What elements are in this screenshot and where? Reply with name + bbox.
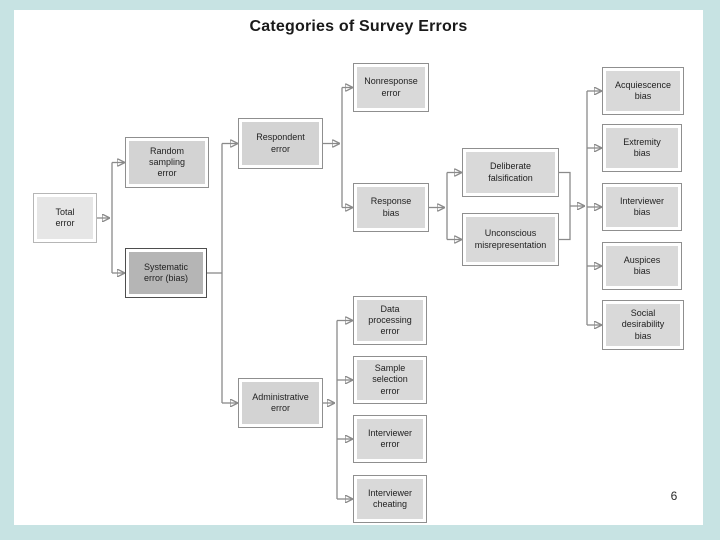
node-auspices-bias-label: Auspices bias <box>623 254 661 276</box>
node-unconscious-misrepresentation-label: Unconscious misrepresentation <box>474 228 547 250</box>
node-social-desirability-bias-label: Social desirability bias <box>621 308 665 341</box>
node-extremity-bias: Extremity bias <box>602 124 682 172</box>
node-total-error: Total error <box>33 193 97 243</box>
node-acquiescence-bias-fill: Acquiescence bias <box>606 71 680 111</box>
node-data-processing-error: Data processing error <box>353 296 427 345</box>
node-interviewer-bias-fill: Interviewer bias <box>606 187 678 227</box>
page-number: 6 <box>670 489 678 503</box>
node-unconscious-misrepresentation-fill: Unconscious misrepresentation <box>466 217 555 262</box>
node-sample-selection-error-fill: Sample selection error <box>357 360 423 400</box>
node-respondent-error-fill: Respondent error <box>242 122 319 165</box>
node-data-processing-error-fill: Data processing error <box>357 300 423 341</box>
node-interviewer-error: Interviewer error <box>353 415 427 463</box>
node-interviewer-error-fill: Interviewer error <box>357 419 423 459</box>
node-nonresponse-error-label: Nonresponse error <box>364 76 418 98</box>
node-auspices-bias: Auspices bias <box>602 242 682 290</box>
node-systematic-error-bias-fill: Systematic error (bias) <box>129 252 203 294</box>
node-extremity-bias-fill: Extremity bias <box>606 128 678 168</box>
node-sample-selection-error: Sample selection error <box>353 356 427 404</box>
node-extremity-bias-label: Extremity bias <box>623 136 661 158</box>
node-interviewer-bias: Interviewer bias <box>602 183 682 231</box>
edge-merge-bracket <box>559 171 571 241</box>
node-acquiescence-bias: Acquiescence bias <box>602 67 684 115</box>
node-total-error-label: Total error <box>55 206 75 228</box>
node-administrative-error-fill: Administrative error <box>242 382 319 424</box>
node-random-sampling-error-fill: Random sampling error <box>129 141 205 184</box>
node-unconscious-misrepresentation: Unconscious misrepresentation <box>462 213 559 266</box>
node-social-desirability-bias: Social desirability bias <box>602 300 684 350</box>
node-interviewer-error-label: Interviewer error <box>367 427 412 449</box>
node-auspices-bias-fill: Auspices bias <box>606 246 678 286</box>
node-administrative-error-label: Administrative error <box>252 391 309 413</box>
node-random-sampling-error: Random sampling error <box>125 137 209 188</box>
node-response-bias-fill: Response bias <box>357 187 425 228</box>
node-respondent-error-label: Respondent error <box>256 132 305 154</box>
node-administrative-error: Administrative error <box>238 378 323 428</box>
node-systematic-error-bias-label: Systematic error (bias) <box>143 261 188 283</box>
node-response-bias-label: Response bias <box>370 196 412 218</box>
node-respondent-error: Respondent error <box>238 118 323 169</box>
node-random-sampling-error-label: Random sampling error <box>148 145 186 179</box>
node-nonresponse-error: Nonresponse error <box>353 63 429 112</box>
node-interviewer-cheating-fill: Interviewer cheating <box>357 479 423 519</box>
node-deliberate-falsification-label: Deliberate falsification <box>488 161 533 183</box>
node-total-error-fill: Total error <box>37 197 93 239</box>
node-interviewer-cheating-label: Interviewer cheating <box>367 487 412 509</box>
node-data-processing-error-label: Data processing error <box>368 303 412 337</box>
page-title: Categories of Survey Errors <box>249 18 468 35</box>
node-acquiescence-bias-label: Acquiescence bias <box>614 79 672 101</box>
node-deliberate-falsification-fill: Deliberate falsification <box>466 152 555 193</box>
node-sample-selection-error-label: Sample selection error <box>372 363 408 396</box>
node-social-desirability-bias-fill: Social desirability bias <box>606 304 680 346</box>
node-interviewer-bias-label: Interviewer bias <box>619 195 664 217</box>
node-nonresponse-error-fill: Nonresponse error <box>357 67 425 108</box>
node-deliberate-falsification: Deliberate falsification <box>462 148 559 197</box>
node-interviewer-cheating: Interviewer cheating <box>353 475 427 523</box>
node-response-bias: Response bias <box>353 183 429 232</box>
node-systematic-error-bias: Systematic error (bias) <box>125 248 207 298</box>
